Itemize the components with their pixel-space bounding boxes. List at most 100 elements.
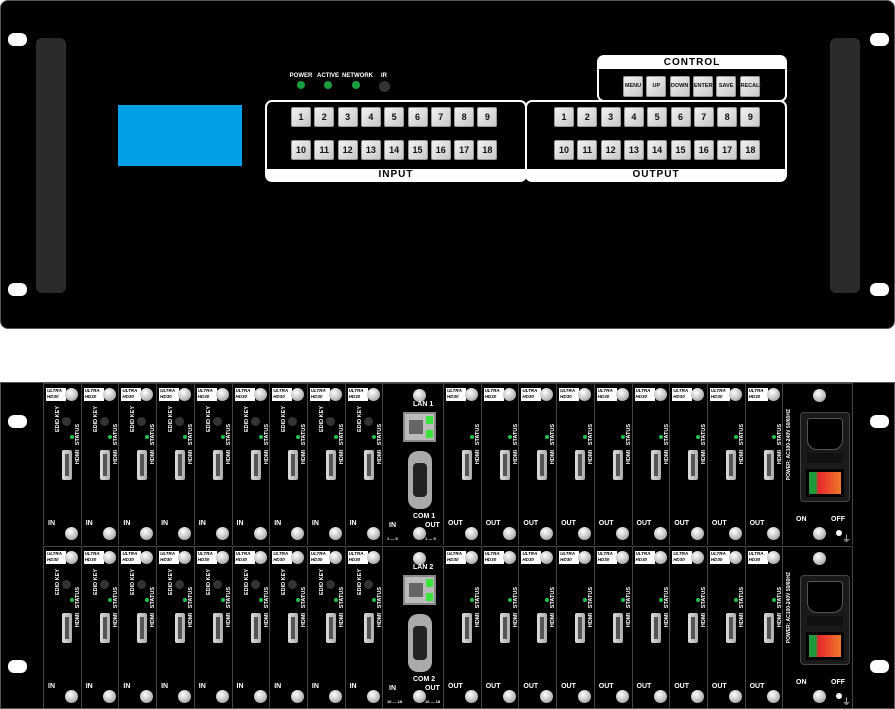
control-button-menu[interactable]: MENU xyxy=(623,76,643,97)
edid-key-button[interactable] xyxy=(325,580,335,589)
hdmi-port[interactable] xyxy=(612,613,623,643)
hdmi-port[interactable] xyxy=(250,613,261,643)
input-button-10[interactable]: 10 xyxy=(291,140,311,160)
edid-key-button[interactable] xyxy=(288,580,298,589)
hdmi-port[interactable] xyxy=(250,450,261,480)
hdmi-port[interactable] xyxy=(575,450,586,480)
input-button-9[interactable]: 9 xyxy=(477,107,498,127)
hdmi-port[interactable] xyxy=(499,450,510,480)
edid-key-button[interactable] xyxy=(137,580,147,589)
output-button-2[interactable]: 2 xyxy=(577,107,598,127)
power-switch[interactable] xyxy=(806,632,844,660)
hdmi-port[interactable] xyxy=(363,613,374,643)
output-button-6[interactable]: 6 xyxy=(670,107,691,127)
output-button-5[interactable]: 5 xyxy=(647,107,668,127)
hdmi-port[interactable] xyxy=(212,450,223,480)
control-button-enter[interactable]: ENTER xyxy=(692,76,713,97)
input-button-6[interactable]: 6 xyxy=(407,107,428,127)
output-button-4[interactable]: 4 xyxy=(623,107,644,127)
edid-key-button[interactable] xyxy=(212,417,222,426)
input-button-12[interactable]: 12 xyxy=(337,140,358,160)
hdmi-port[interactable] xyxy=(363,450,374,480)
control-button-recall[interactable]: RECALL xyxy=(739,76,763,97)
edid-key-button[interactable] xyxy=(99,417,109,426)
control-button-up[interactable]: UP xyxy=(646,76,667,97)
hdmi-port[interactable] xyxy=(212,613,223,643)
hdmi-port[interactable] xyxy=(288,450,299,480)
input-button-11[interactable]: 11 xyxy=(314,140,335,160)
com-port[interactable] xyxy=(408,451,432,509)
hdmi-port[interactable] xyxy=(725,613,736,643)
hdmi-port[interactable] xyxy=(325,450,336,480)
hdmi-port[interactable] xyxy=(763,450,774,480)
input-button-14[interactable]: 14 xyxy=(384,140,405,160)
hdmi-port[interactable] xyxy=(62,613,72,643)
output-button-16[interactable]: 16 xyxy=(693,140,714,160)
input-button-13[interactable]: 13 xyxy=(360,140,381,160)
hdmi-port[interactable] xyxy=(537,613,548,643)
hdmi-port[interactable] xyxy=(650,613,661,643)
power-switch[interactable] xyxy=(806,469,844,497)
output-button-14[interactable]: 14 xyxy=(647,140,668,160)
input-button-8[interactable]: 8 xyxy=(454,107,475,127)
hdmi-port[interactable] xyxy=(175,613,186,643)
hdmi-port[interactable] xyxy=(688,613,699,643)
edid-key-button[interactable] xyxy=(62,580,71,589)
hdmi-port[interactable] xyxy=(725,450,736,480)
input-button-1[interactable]: 1 xyxy=(291,107,311,127)
output-button-9[interactable]: 9 xyxy=(740,107,761,127)
output-button-11[interactable]: 11 xyxy=(577,140,598,160)
edid-key-button[interactable] xyxy=(363,417,373,426)
hdmi-port[interactable] xyxy=(99,450,110,480)
edid-key-button[interactable] xyxy=(212,580,222,589)
input-button-4[interactable]: 4 xyxy=(360,107,381,127)
input-button-15[interactable]: 15 xyxy=(407,140,428,160)
output-button-12[interactable]: 12 xyxy=(600,140,621,160)
hdmi-port[interactable] xyxy=(499,613,510,643)
output-button-17[interactable]: 17 xyxy=(717,140,738,160)
hdmi-port[interactable] xyxy=(462,450,472,480)
output-button-3[interactable]: 3 xyxy=(600,107,621,127)
hdmi-port[interactable] xyxy=(137,613,148,643)
hdmi-port[interactable] xyxy=(650,450,661,480)
hdmi-port[interactable] xyxy=(175,450,186,480)
output-button-7[interactable]: 7 xyxy=(693,107,714,127)
hdmi-port[interactable] xyxy=(612,450,623,480)
hdmi-port[interactable] xyxy=(99,613,110,643)
edid-key-button[interactable] xyxy=(99,580,109,589)
com-port[interactable] xyxy=(408,614,432,672)
edid-key-button[interactable] xyxy=(137,417,147,426)
edid-key-button[interactable] xyxy=(62,417,71,426)
hdmi-port[interactable] xyxy=(325,613,336,643)
lan-port[interactable] xyxy=(403,575,436,605)
hdmi-port[interactable] xyxy=(575,613,586,643)
output-button-1[interactable]: 1 xyxy=(554,107,574,127)
input-button-2[interactable]: 2 xyxy=(314,107,335,127)
control-button-down[interactable]: DOWN xyxy=(669,76,690,97)
input-button-17[interactable]: 17 xyxy=(454,140,475,160)
edid-key-button[interactable] xyxy=(175,417,185,426)
edid-key-button[interactable] xyxy=(325,417,335,426)
hdmi-port[interactable] xyxy=(763,613,774,643)
input-button-18[interactable]: 18 xyxy=(477,140,498,160)
hdmi-port[interactable] xyxy=(688,450,699,480)
control-button-save[interactable]: SAVE xyxy=(716,76,737,97)
input-button-5[interactable]: 5 xyxy=(384,107,405,127)
hdmi-port[interactable] xyxy=(462,613,472,643)
lan-port[interactable] xyxy=(403,412,436,442)
hdmi-port[interactable] xyxy=(288,613,299,643)
hdmi-port[interactable] xyxy=(62,450,72,480)
output-button-8[interactable]: 8 xyxy=(717,107,738,127)
edid-key-button[interactable] xyxy=(250,580,260,589)
input-button-3[interactable]: 3 xyxy=(337,107,358,127)
output-button-10[interactable]: 10 xyxy=(554,140,574,160)
edid-key-button[interactable] xyxy=(288,417,298,426)
output-button-18[interactable]: 18 xyxy=(740,140,761,160)
output-button-13[interactable]: 13 xyxy=(623,140,644,160)
edid-key-button[interactable] xyxy=(363,580,373,589)
hdmi-port[interactable] xyxy=(537,450,548,480)
hdmi-port[interactable] xyxy=(137,450,148,480)
input-button-16[interactable]: 16 xyxy=(430,140,451,160)
edid-key-button[interactable] xyxy=(175,580,185,589)
edid-key-button[interactable] xyxy=(250,417,260,426)
